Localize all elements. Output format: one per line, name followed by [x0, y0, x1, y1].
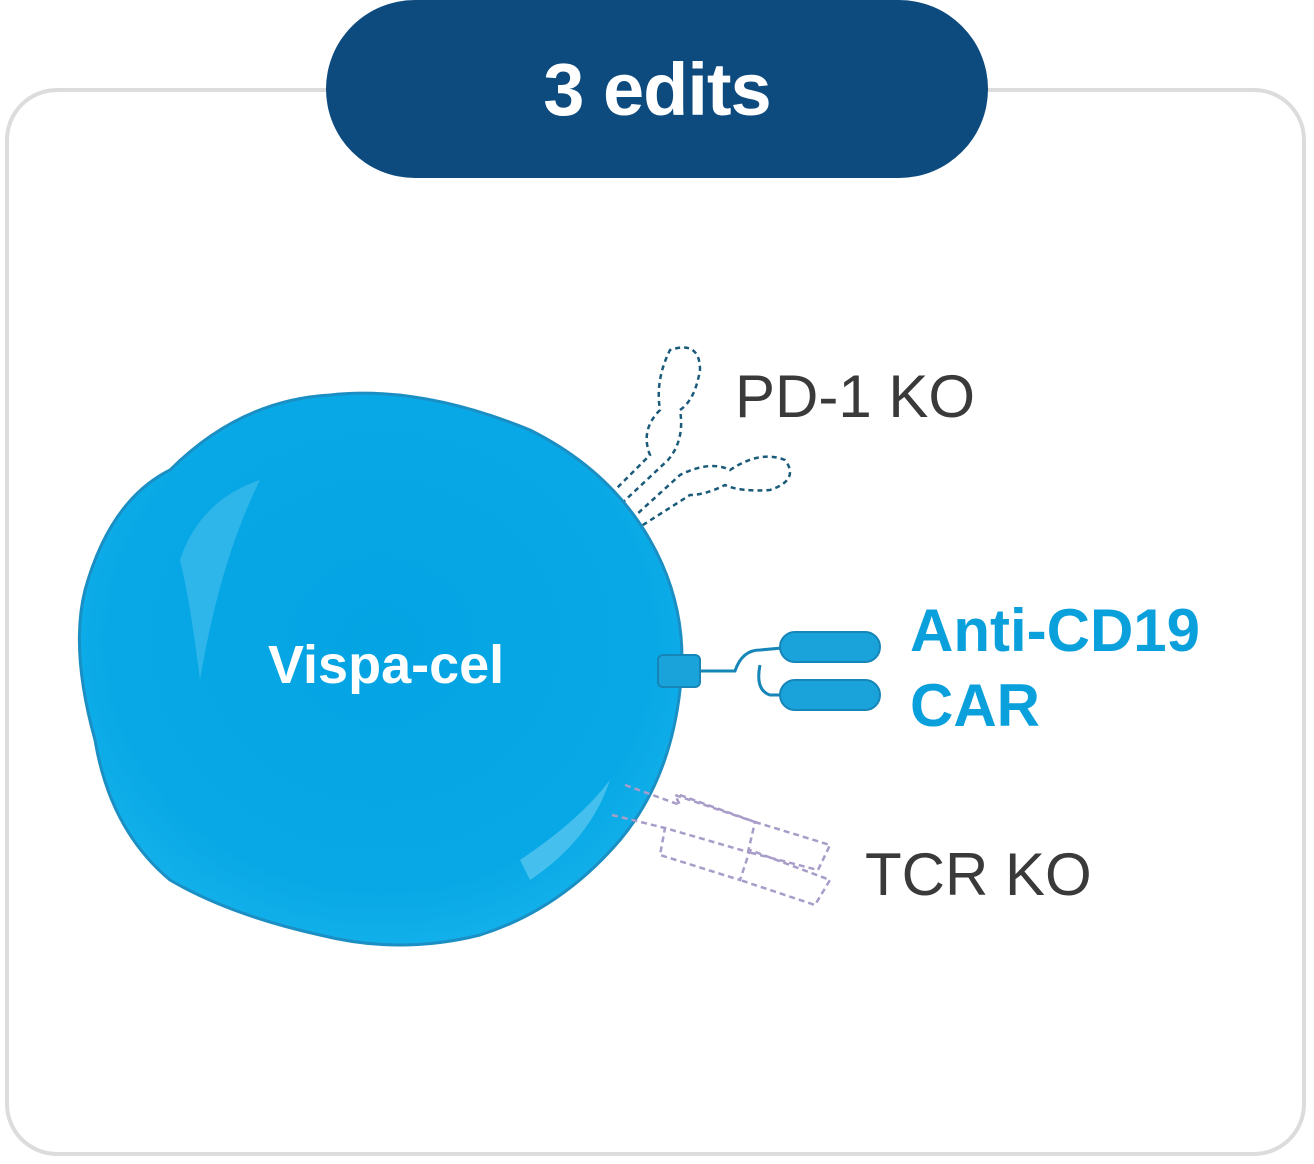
pd1-receptor-icon — [602, 346, 792, 532]
pd1-ko-label: PD-1 KO — [735, 363, 976, 430]
car-label-line2: CAR — [910, 672, 1040, 739]
header-pill: 3 edits — [326, 0, 988, 178]
tcr-ko-label: TCR KO — [865, 841, 1092, 908]
cell-name-label: Vispa-cel — [268, 635, 505, 695]
car-label-line1: Anti-CD19 — [910, 597, 1201, 664]
car-label: Anti-CD19 CAR — [910, 593, 1200, 743]
cell-body — [77, 391, 684, 947]
car-receptor-icon — [657, 631, 881, 711]
header-title: 3 edits — [543, 47, 771, 131]
tcr-receptor-icon — [611, 783, 832, 907]
